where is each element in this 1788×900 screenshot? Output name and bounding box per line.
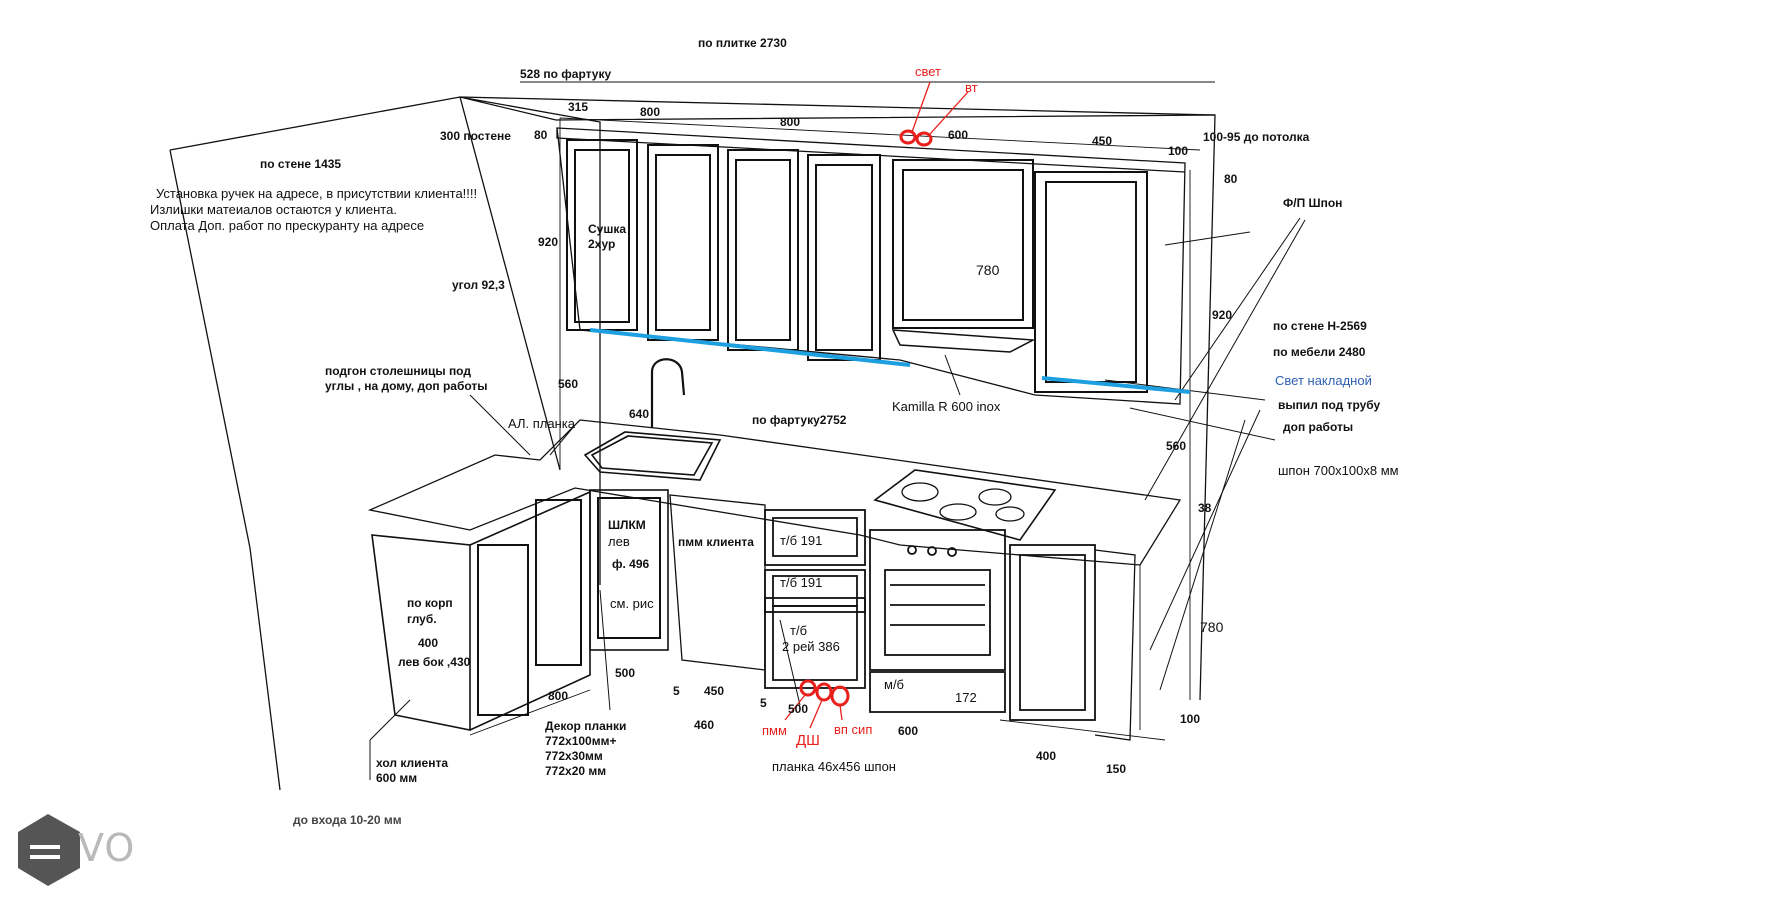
label-pmm: пмм клиента	[678, 535, 754, 549]
dim-5b: 5	[760, 696, 767, 710]
label-sushka-1: Сушка	[588, 222, 627, 236]
hob	[873, 469, 1057, 541]
dim-5a: 5	[673, 684, 680, 698]
label-vhod: до входа 10-20 мм	[293, 813, 402, 827]
installation-notes: Установка ручек на адресе, в присутствии…	[150, 186, 477, 234]
note-line-3: Оплата Доп. работ по прескуранту на адре…	[150, 218, 425, 233]
label-hol-2: 600 мм	[376, 771, 418, 785]
label-f496: ф. 496	[612, 557, 650, 571]
dim-780-right: 780	[1200, 619, 1224, 635]
label-rey386: 2 рей 386	[782, 639, 840, 654]
label-dekor-4: 772х20 мм	[545, 764, 607, 778]
dim-500a: 500	[615, 666, 636, 680]
label-dsh: ДШ	[796, 732, 820, 749]
label-po-korp: по корп	[407, 596, 453, 610]
dim-600-bottom: 600	[898, 724, 919, 738]
label-shpon: шпон 700х100х8 мм	[1278, 463, 1399, 478]
dim-apron2752: по фартуку2752	[752, 413, 847, 427]
dim-800b: 800	[780, 115, 801, 129]
dim-560-right: 560	[1166, 439, 1187, 453]
dim-100top: 100	[1168, 144, 1189, 158]
dim-600top: 600	[948, 128, 969, 142]
faucet	[650, 358, 686, 428]
dim-315: 315	[568, 100, 589, 114]
dim-angle: угол 92,3	[452, 278, 505, 292]
right-lower-cabinet	[1009, 544, 1136, 741]
dim-460: 460	[694, 718, 715, 732]
shlkm-cabinet	[589, 489, 669, 651]
label-hol-1: хол клиента	[376, 756, 448, 770]
dim-100-right: 100	[1180, 712, 1201, 726]
label-al-planka: АЛ. планка	[508, 416, 575, 431]
label-fp: Ф/П Шпон	[1283, 196, 1343, 210]
label-mb: м/б	[884, 677, 904, 692]
dim-furniture: по мебели 2480	[1273, 345, 1366, 359]
dim-800-bottom: 800	[548, 689, 569, 703]
label-tb: т/б	[790, 623, 808, 638]
countertop	[367, 419, 1182, 566]
label-svet: свет	[915, 64, 942, 79]
dim-800a: 800	[640, 105, 661, 119]
dim-tile: по плитке 2730	[698, 36, 787, 50]
label-glub: глуб.	[407, 612, 437, 626]
left-wall	[169, 96, 601, 791]
dim-38: 38	[1198, 501, 1212, 515]
label-hood: Kamilla R 600 inox	[892, 399, 1001, 414]
right-wall	[459, 96, 1216, 701]
dim-500b: 500	[788, 702, 809, 716]
label-podgon-1: подгон столешницы под	[325, 364, 471, 378]
dim-400-bottom: 400	[1036, 749, 1057, 763]
label-dekor-3: 772х30мм	[545, 749, 603, 763]
label-sushka-2: 2хур	[588, 237, 616, 251]
dim-640: 640	[629, 407, 650, 421]
dim-apron528: 528 по фартуку	[520, 67, 612, 81]
label-vypil-1: выпил под трубу	[1278, 398, 1381, 412]
label-pmm-red: пмм	[762, 723, 787, 738]
dim-150: 150	[1106, 762, 1127, 776]
label-400: 400	[418, 636, 439, 650]
label-planka: планка 46х456 шпон	[772, 759, 896, 774]
dim-ceiling: 100-95 до потолка	[1203, 130, 1310, 144]
label-dekor-1: Декор планки	[545, 719, 627, 733]
dim-450top: 450	[1092, 134, 1113, 148]
oven	[869, 529, 1006, 713]
label-podgon-2: углы , на дому, доп работы	[325, 379, 488, 393]
dim-920-right: 920	[1212, 308, 1233, 322]
label-lev-bok: лев бок ,430	[398, 655, 471, 669]
label-svet-nakl: Свет накладной	[1275, 373, 1372, 388]
dim-780: 780	[976, 262, 1000, 278]
label-vt: вт	[965, 80, 978, 95]
label-172: 172	[955, 690, 977, 705]
dim-560-left: 560	[558, 377, 579, 391]
dishwasher-panel	[669, 494, 766, 671]
dim-80-left: 80	[534, 128, 548, 142]
evo-logo-icon	[18, 814, 80, 886]
dim-920-left: 920	[538, 235, 559, 249]
sink	[583, 431, 722, 481]
label-tb191-b: т/б 191	[780, 575, 823, 590]
note-line-2: Излишки матеиалов остаются у клиента.	[150, 202, 397, 217]
label-tb191-a: т/б 191	[780, 533, 823, 548]
label-shlkm: ШЛКМ	[608, 518, 646, 532]
hood	[891, 329, 1036, 353]
note-line-1: Установка ручек на адресе, в присутствии…	[156, 186, 478, 201]
dim-wall-h: по стене Н-2569	[1273, 319, 1367, 333]
logo-text: VO	[78, 826, 136, 870]
dim-450: 450	[704, 684, 725, 698]
label-lev: лев	[608, 534, 630, 549]
dim-80-right: 80	[1224, 172, 1238, 186]
dim-wall1435: по стене 1435	[260, 157, 342, 171]
upper-doors	[566, 139, 1148, 393]
led-strips	[589, 328, 1191, 394]
label-sm-ris: см. рис	[610, 596, 654, 611]
label-vp-sip: вп сип	[834, 722, 873, 737]
dim-wall300: 300 постене	[440, 129, 511, 143]
red-markers	[784, 81, 969, 729]
label-vypil-2: доп работы	[1283, 420, 1354, 434]
label-dekor-2: 772х100мм+	[545, 734, 617, 748]
